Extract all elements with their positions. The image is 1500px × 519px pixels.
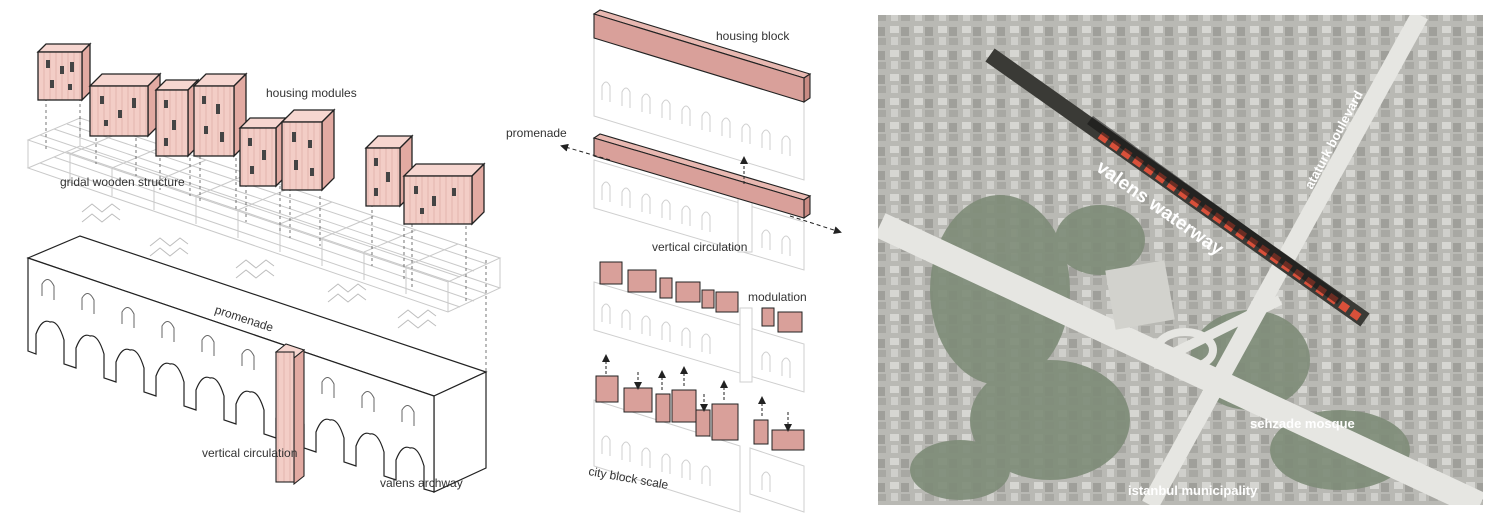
housing-module-5 bbox=[240, 118, 286, 186]
label-istanbul-municipality: istanbul municipality bbox=[1128, 483, 1258, 498]
middle-diagrams: housing block promenade vertical circula… bbox=[506, 10, 840, 512]
label-modulation: modulation bbox=[748, 290, 807, 304]
left-axonometric-diagram: housing modules gridal wooden structure … bbox=[28, 44, 500, 492]
housing-module-2 bbox=[90, 74, 160, 136]
label-promenade-middle: promenade bbox=[506, 126, 567, 140]
housing-module-8 bbox=[404, 164, 484, 224]
label-gridal-wooden-structure: gridal wooden structure bbox=[60, 175, 185, 189]
housing-module-3 bbox=[156, 80, 198, 156]
map-open-square bbox=[1105, 260, 1175, 330]
vertical-circulation-tower bbox=[276, 344, 304, 484]
label-sehzade-mosque: sehzade mosque bbox=[1250, 416, 1355, 431]
step-modulation: modulation bbox=[594, 262, 807, 392]
label-valens-archway: valens archway bbox=[380, 476, 463, 490]
housing-module-6 bbox=[282, 110, 334, 190]
housing-module-1 bbox=[38, 44, 90, 100]
label-vertical-circulation-middle: vertical circulation bbox=[652, 240, 747, 254]
aerial-map: valens waterway ataturk boulevard sehzad… bbox=[878, 15, 1483, 505]
housing-module-4 bbox=[194, 74, 246, 156]
label-housing-block: housing block bbox=[716, 29, 790, 43]
label-vertical-circulation-left: vertical circulation bbox=[202, 446, 297, 460]
label-housing-modules: housing modules bbox=[266, 86, 357, 100]
housing-modules bbox=[38, 44, 484, 224]
